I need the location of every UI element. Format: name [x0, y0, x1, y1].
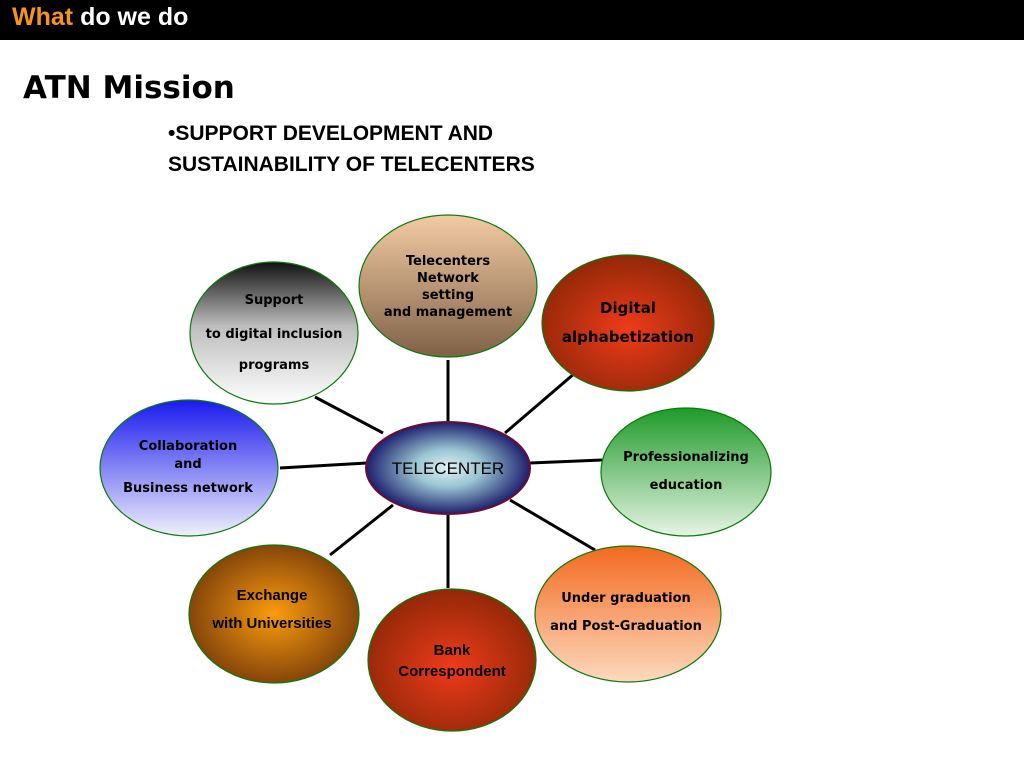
- label-support: Support to digital inclusion programs: [190, 288, 358, 378]
- label-exchange-line-1: Exchange: [236, 587, 308, 604]
- connector-support: [314, 395, 384, 435]
- node-network: [358, 214, 538, 358]
- center-label-text: TELECENTER: [391, 459, 505, 478]
- label-professional-line-2: education: [649, 478, 723, 493]
- label-support-line-1: Support: [244, 293, 304, 308]
- label-collaboration: Collaboration and Business network: [104, 436, 272, 500]
- connector-exchange: [329, 503, 394, 557]
- label-digital-line-1: Digital: [600, 299, 656, 317]
- node-bank: [367, 588, 537, 732]
- slide-title: ATN Mission: [23, 70, 235, 106]
- label-network-line-4: and management: [383, 305, 513, 320]
- label-collaboration-line-1: Collaboration: [138, 439, 238, 454]
- label-bank-line-1: Bank: [433, 642, 471, 659]
- label-graduation: Under graduation and Post-Graduation: [536, 585, 716, 641]
- connector-graduation: [509, 498, 596, 552]
- mission-statement: •SUPPORT DEVELOPMENT AND SUSTAINABILITY …: [168, 118, 648, 180]
- node-center: [365, 421, 531, 515]
- header-title: What do we do: [12, 2, 188, 32]
- node-graduation: [534, 545, 722, 683]
- label-network-line-1: Telecenters: [405, 254, 491, 269]
- label-bank: Bank Correspondent: [374, 640, 530, 682]
- node-collaboration: [99, 399, 279, 537]
- connectors: [279, 360, 603, 588]
- label-network-line-3: setting: [422, 288, 474, 303]
- connector-digital: [504, 371, 576, 435]
- header-bar: What do we do: [0, 0, 1024, 40]
- label-network: Telecenters Network setting and manageme…: [364, 248, 532, 326]
- mission-line-1: •SUPPORT DEVELOPMENT AND: [168, 122, 494, 145]
- node-professional: [600, 407, 772, 537]
- label-exchange: Exchange with Universities: [190, 582, 354, 638]
- label-professional-line-1: Professionalizing: [623, 450, 749, 465]
- node-support: [189, 261, 359, 405]
- center-label: TELECENTER: [366, 446, 530, 492]
- label-graduation-line-1: Under graduation: [561, 591, 691, 606]
- label-graduation-line-2: and Post-Graduation: [550, 619, 702, 634]
- label-professional: Professionalizing education: [604, 444, 768, 500]
- connector-professional: [529, 458, 603, 465]
- label-collaboration-line-2: and: [174, 457, 202, 472]
- label-network-line-2: Network: [417, 271, 479, 286]
- mission-line-2: SUSTAINABILITY OF TELECENTERS: [168, 153, 535, 176]
- header-title-rest: do we do: [80, 3, 189, 31]
- label-bank-line-2: Correspondent: [398, 663, 506, 680]
- label-support-line-3: programs: [238, 358, 310, 373]
- node-digital: [541, 254, 715, 392]
- label-support-line-2: to digital inclusion: [205, 327, 343, 342]
- header-title-highlight: What: [12, 3, 74, 31]
- label-digital-line-2: alphabetization: [561, 328, 695, 346]
- label-digital: Digital alphabetization: [546, 294, 710, 352]
- connector-collaboration: [279, 461, 368, 470]
- label-exchange-line-2: with Universities: [212, 615, 332, 632]
- node-exchange: [188, 544, 360, 684]
- label-collaboration-line-3: Business network: [123, 481, 253, 496]
